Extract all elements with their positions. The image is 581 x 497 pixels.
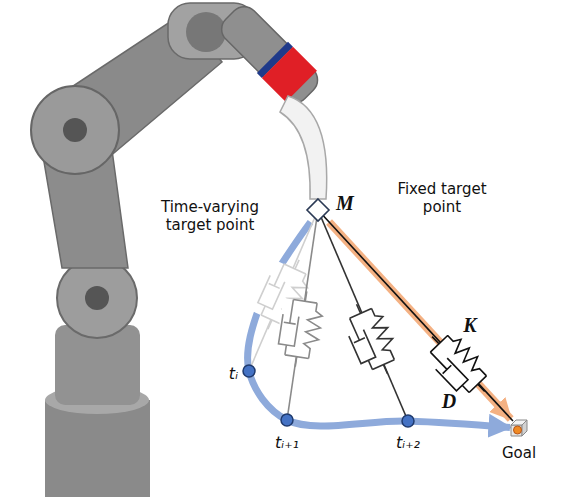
end-effector-tool: [280, 96, 327, 199]
damping-symbol: D: [442, 389, 456, 413]
cube-outline: [510, 419, 528, 437]
base-body: [45, 400, 150, 497]
spring-damper-symbol: [273, 288, 328, 370]
node-label: M: [336, 192, 354, 215]
time-label: tᵢ₊₂: [396, 433, 420, 452]
cube-face: [511, 425, 522, 436]
spring-damper-symbol: [336, 295, 407, 382]
time-label: tᵢ₊₁: [275, 433, 299, 452]
time-varying-trajectory: [248, 222, 510, 427]
time-label: tᵢ: [229, 364, 238, 383]
forearm-shape: [216, 1, 323, 108]
goal-dot: [514, 426, 522, 434]
elbow-joint: [31, 86, 119, 174]
stiffness-symbol: K: [463, 313, 476, 337]
target-point: [281, 414, 293, 426]
joint-hub: [186, 12, 226, 52]
impedance-line: [318, 210, 513, 421]
base-joint: [57, 258, 137, 338]
target-point: [243, 365, 255, 377]
joint-hub: [85, 286, 109, 310]
joint-hub: [63, 118, 87, 142]
node-label: Goal: [502, 444, 536, 462]
diamond-outline: [306, 198, 330, 222]
cube-face: [522, 420, 527, 436]
target-point: [402, 415, 414, 427]
spring-damper-symbol: [416, 321, 500, 406]
end-effector-frame: M: [306, 198, 330, 222]
annotation: Fixed target point: [390, 180, 494, 216]
arm-forearm: [214, 0, 324, 110]
diamond-shape: [307, 199, 329, 221]
annotation: Time-varying target point: [140, 198, 280, 234]
impedance-line: [318, 210, 408, 421]
goal-cube: Goal: [510, 419, 528, 437]
arm-base: [45, 258, 150, 497]
red-band: [262, 47, 317, 102]
